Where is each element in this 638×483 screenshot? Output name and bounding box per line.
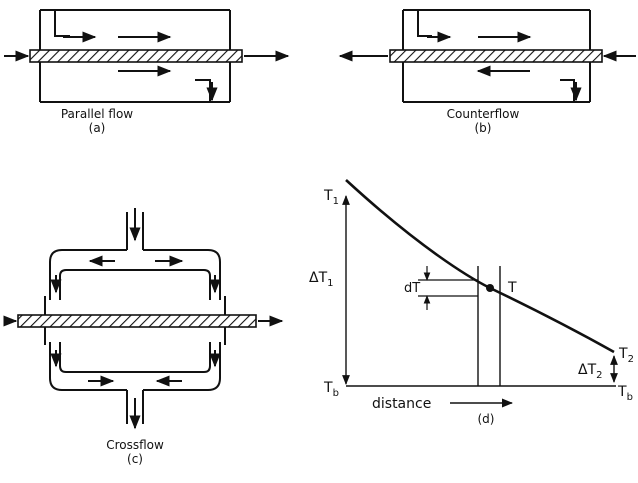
label-tb-right: Tb bbox=[617, 384, 633, 403]
caption-b-tag: (b) bbox=[474, 121, 492, 135]
point-T bbox=[486, 284, 494, 292]
label-distance: distance bbox=[372, 396, 431, 412]
label-t2: T2 bbox=[618, 346, 634, 365]
label-dT: dT bbox=[404, 281, 420, 296]
label-t1: T1 bbox=[323, 188, 339, 207]
panel-a-parallel-flow bbox=[4, 9, 290, 103]
label-delta-t1: ΔT1 bbox=[309, 270, 334, 289]
caption-d-tag: (d) bbox=[477, 412, 495, 426]
caption-c-text: Crossflow bbox=[106, 438, 164, 452]
caption-a-text: Parallel flow bbox=[60, 107, 134, 121]
caption-a: Parallel flow (a) bbox=[42, 107, 152, 135]
label-delta-t2: ΔT2 bbox=[578, 362, 603, 381]
caption-a-tag: (a) bbox=[88, 121, 106, 135]
panel-b-counterflow bbox=[338, 9, 636, 103]
caption-b-text: Counterflow bbox=[446, 107, 520, 121]
panel-c-crossflow bbox=[3, 208, 284, 430]
label-tb-left: Tb bbox=[323, 380, 339, 399]
temperature-curve bbox=[345, 179, 615, 354]
caption-c: Crossflow (c) bbox=[80, 438, 190, 466]
panel-d-temperature-profile bbox=[342, 179, 618, 408]
caption-d: (d) bbox=[466, 412, 506, 426]
caption-b: Counterflow (b) bbox=[428, 107, 538, 135]
caption-c-tag: (c) bbox=[127, 452, 143, 466]
label-T: T bbox=[507, 280, 517, 296]
